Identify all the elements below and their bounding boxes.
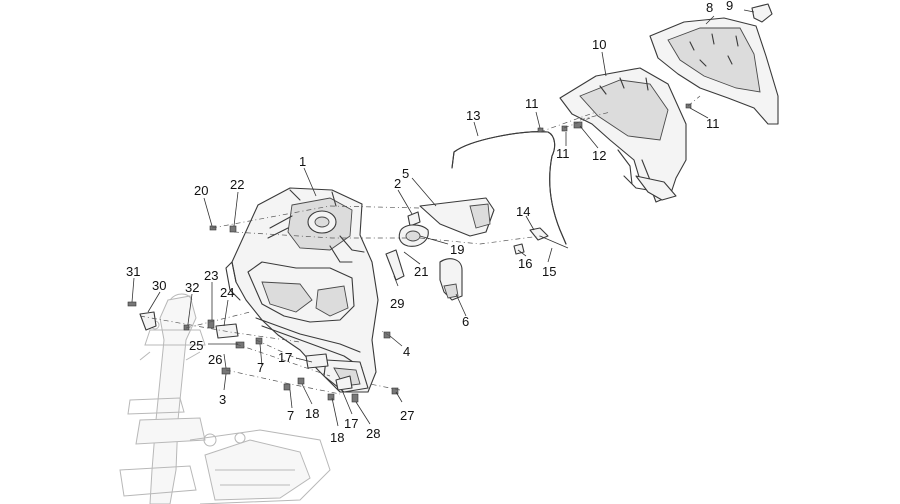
callout-29: 29 xyxy=(390,296,404,311)
callout-8: 8 xyxy=(706,0,713,15)
callout-18-a: 18 xyxy=(305,406,319,421)
callout-14: 14 xyxy=(516,204,530,219)
callout-labels: 1 2 3 4 5 6 7 7 8 9 10 11 11 11 12 13 14… xyxy=(126,0,733,445)
callout-32: 32 xyxy=(185,280,199,295)
callout-17-a: 17 xyxy=(278,350,292,365)
callout-11-b: 11 xyxy=(556,146,570,161)
callout-28: 28 xyxy=(366,426,380,441)
callout-30: 30 xyxy=(152,278,166,293)
leader-lines xyxy=(131,9,755,427)
callout-18-b: 18 xyxy=(330,430,344,445)
callout-31: 31 xyxy=(126,264,140,279)
callout-17-b: 17 xyxy=(344,416,358,431)
callout-1: 1 xyxy=(299,154,306,169)
callout-26: 26 xyxy=(208,352,222,367)
screws xyxy=(127,103,692,403)
frame-ghost xyxy=(119,293,331,504)
callout-25: 25 xyxy=(189,338,203,353)
callout-13: 13 xyxy=(466,108,480,123)
seal-part-13 xyxy=(451,131,567,245)
cover-part-10 xyxy=(559,67,687,203)
fastener-group-center xyxy=(385,211,463,301)
callout-24: 24 xyxy=(220,285,234,300)
callout-11-a: 11 xyxy=(525,96,539,111)
callout-4: 4 xyxy=(403,344,410,359)
callout-23: 23 xyxy=(204,268,218,283)
callout-10: 10 xyxy=(592,37,606,52)
cover-part-8 xyxy=(649,3,779,125)
callout-12: 12 xyxy=(592,148,606,163)
callout-7-bottom: 7 xyxy=(287,408,294,423)
callout-22: 22 xyxy=(230,177,244,192)
callout-21: 21 xyxy=(414,264,428,279)
assembly-axes xyxy=(139,95,701,395)
callout-5: 5 xyxy=(402,166,409,181)
callout-6: 6 xyxy=(462,314,469,329)
callout-2: 2 xyxy=(394,176,401,191)
callout-9: 9 xyxy=(726,0,733,13)
callout-27: 27 xyxy=(400,408,414,423)
callout-16: 16 xyxy=(518,256,532,271)
callout-7-left: 7 xyxy=(257,360,264,375)
callout-11-c: 11 xyxy=(706,116,720,131)
cover-part-5 xyxy=(419,197,495,237)
hardware-14-15-16 xyxy=(513,227,569,255)
callout-3: 3 xyxy=(219,392,226,407)
callout-20: 20 xyxy=(194,183,208,198)
inner-panel-part-1 xyxy=(225,187,379,393)
callout-19: 19 xyxy=(450,242,464,257)
callout-15: 15 xyxy=(542,264,556,279)
